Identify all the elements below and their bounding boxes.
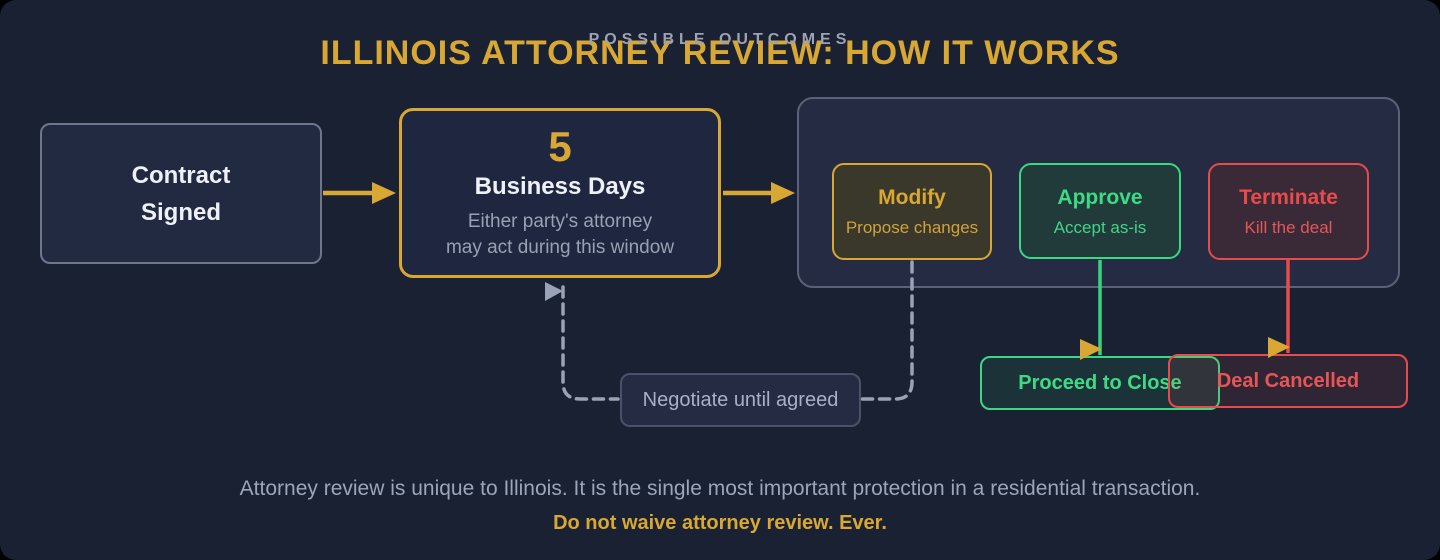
footer-warning: Do not waive attorney review. Ever. — [553, 512, 887, 534]
outcome-modify-node: Modify Propose changes — [832, 163, 992, 260]
footer-note: Attorney review is unique to Illinois. I… — [239, 477, 1201, 500]
review-description-line1: Either party's attorney — [467, 211, 653, 232]
proceed-to-close-node: Proceed to Close — [980, 356, 1220, 410]
possible-outcomes-header: POSSIBLE OUTCOMES — [588, 31, 852, 48]
outcome-approve-title: Approve — [1057, 185, 1143, 209]
outcome-terminate-node: Terminate Kill the deal — [1208, 163, 1369, 260]
outcome-approve-subtitle: Accept as-is — [1053, 217, 1147, 237]
negotiate-to-review-arrowhead-icon — [545, 282, 563, 301]
outcome-modify-title: Modify — [878, 186, 946, 209]
negotiate-node: Negotiate until agreed — [620, 373, 861, 427]
page-title: ILLINOIS ATTORNEY REVIEW: HOW IT WORKS — [320, 34, 1120, 72]
contract-to-review-arrowhead-icon — [372, 182, 396, 204]
review-window-description: Either party's attorney may act during t… — [446, 209, 674, 261]
review-window-node: 5 Business Days Either party's attorney … — [399, 108, 721, 278]
review-description-line2: may act during this window — [445, 237, 675, 258]
review-days-number: 5 — [548, 123, 572, 170]
outcome-modify-subtitle: Propose changes — [845, 218, 979, 237]
deal-cancelled-node: Deal Cancelled — [1168, 354, 1408, 408]
outcome-approve-node: Approve Accept as-is — [1019, 163, 1181, 259]
review-days-label: Business Days — [474, 173, 646, 200]
contract-signed-label-line2: Signed — [140, 198, 221, 226]
outcome-terminate-title: Terminate — [1239, 186, 1338, 209]
negotiate-to-review-dashed-line — [561, 285, 620, 401]
contract-signed-node: Contract Signed — [40, 123, 322, 264]
outcome-terminate-subtitle: Kill the deal — [1244, 218, 1333, 237]
contract-signed-label-line1: Contract — [131, 161, 231, 189]
review-to-outcomes-arrowhead-icon — [771, 182, 795, 204]
